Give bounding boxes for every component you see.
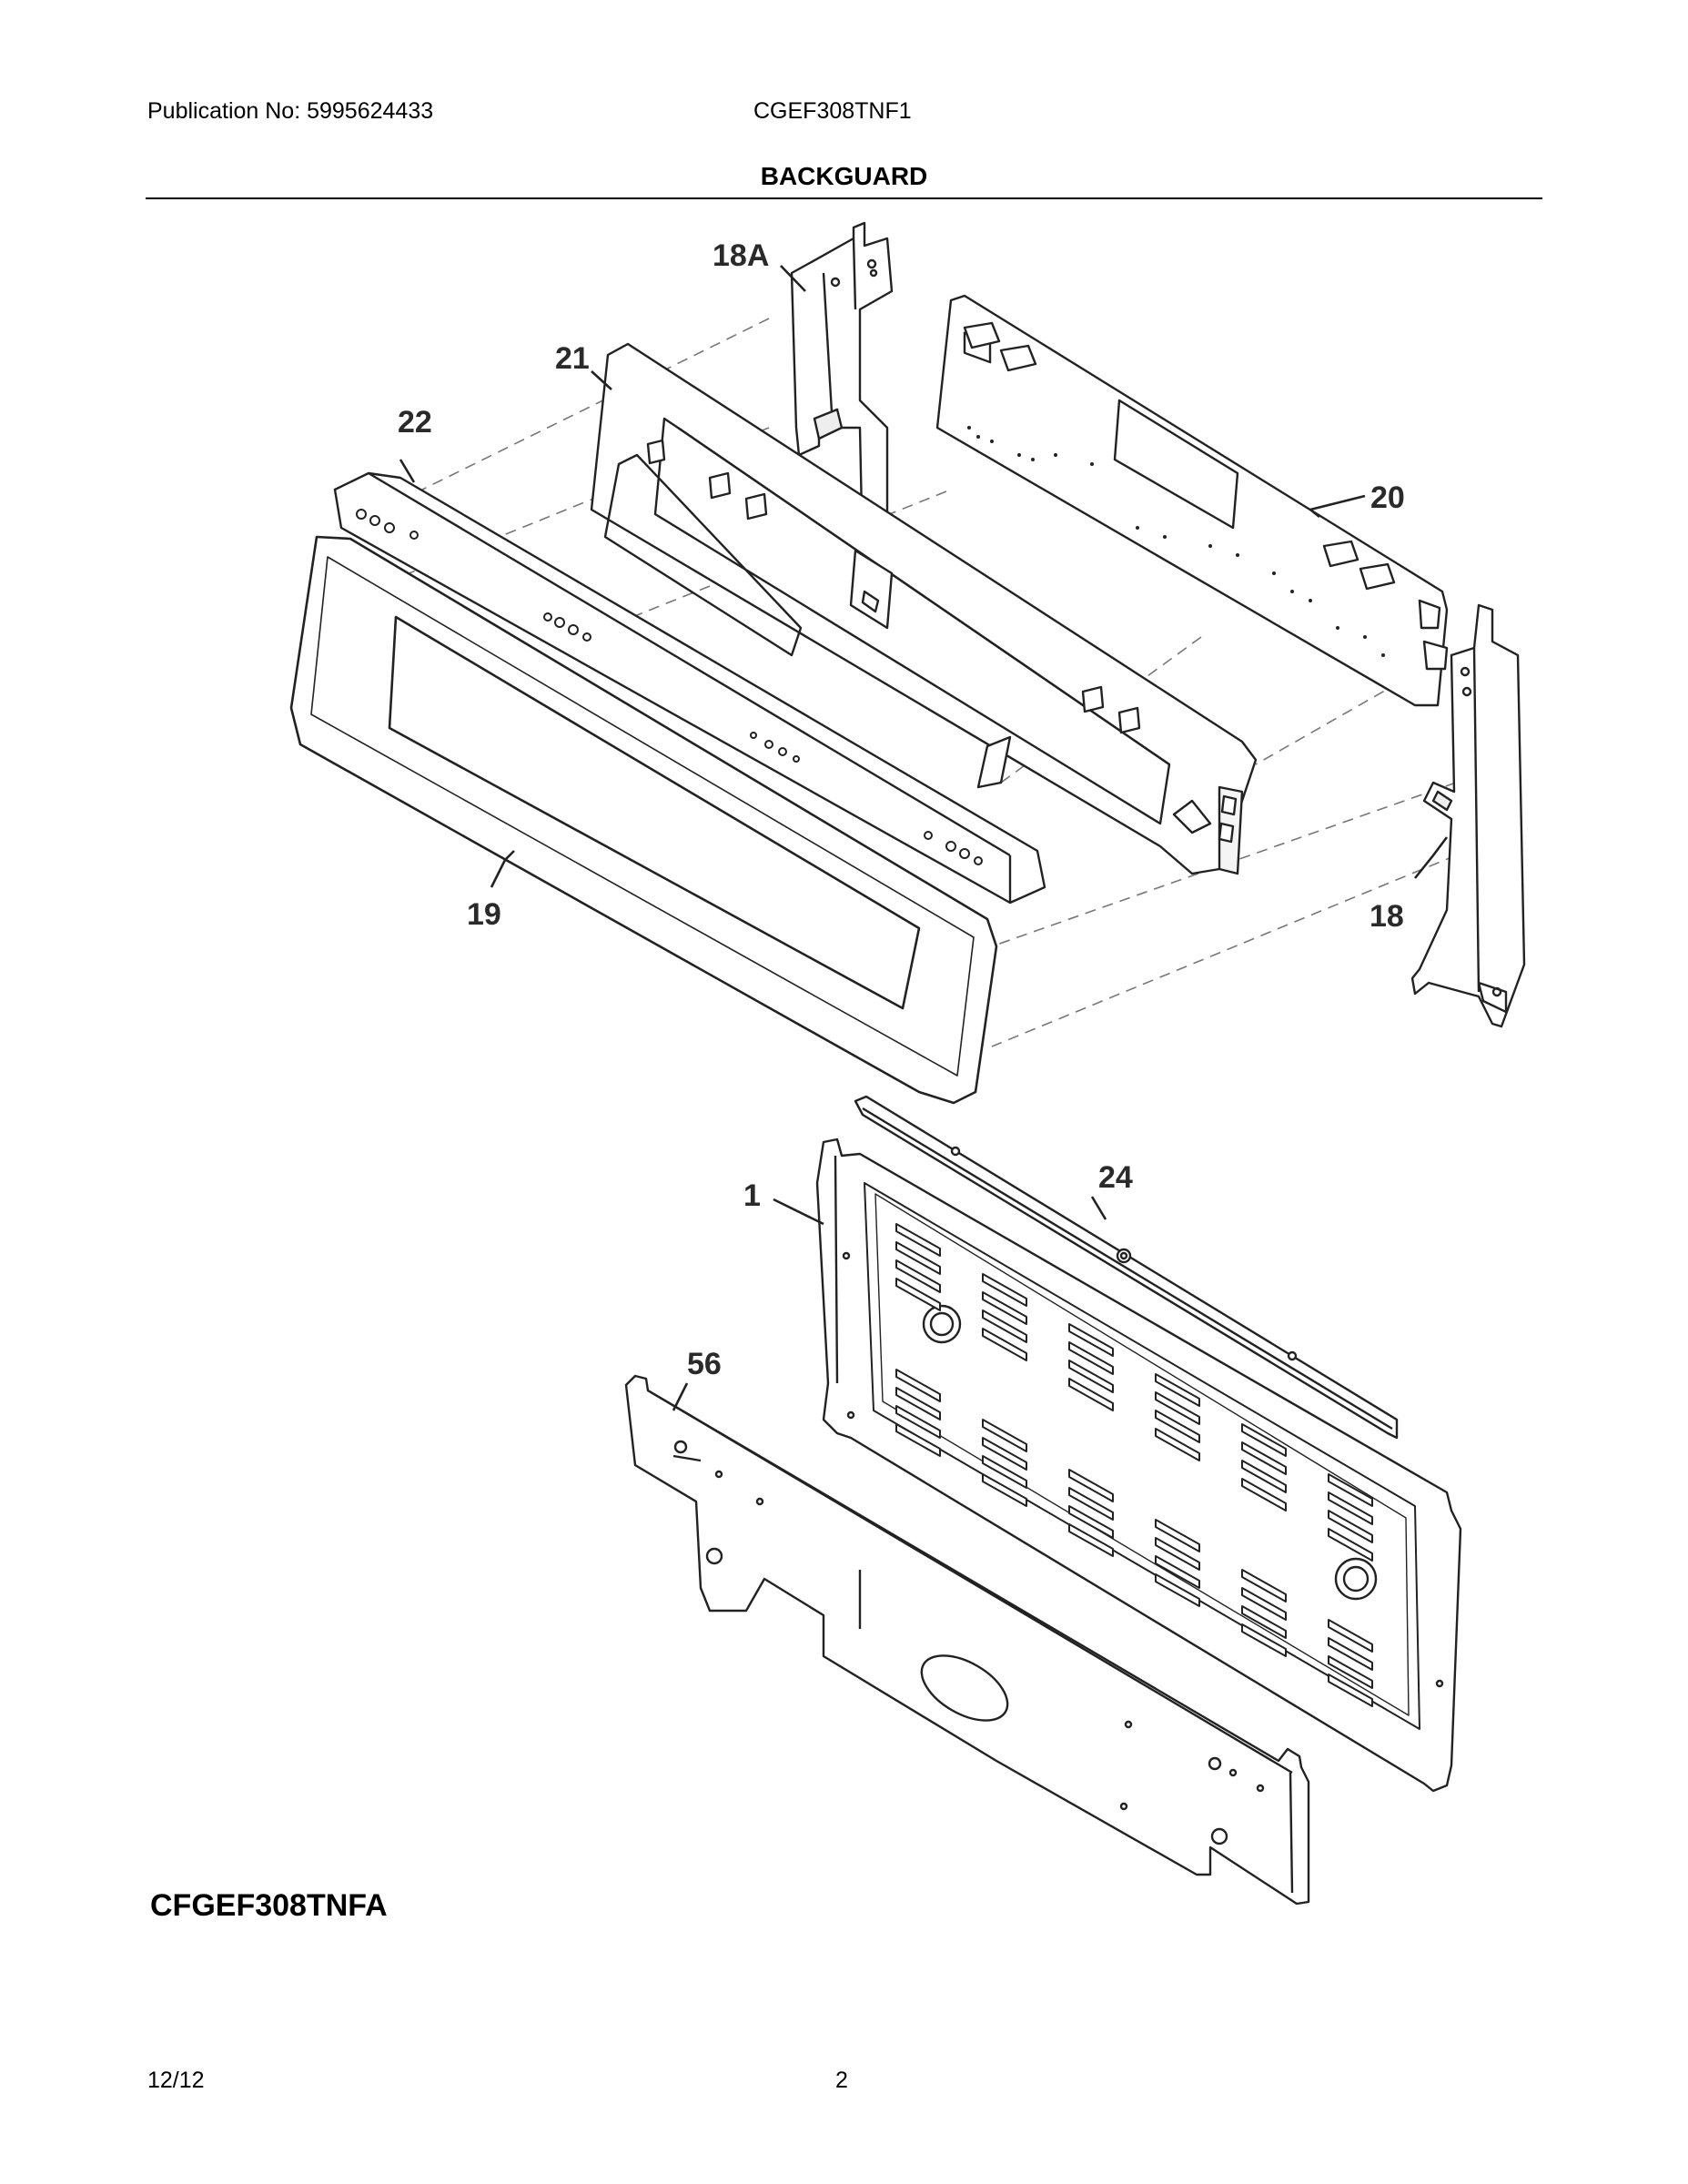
vent-slot xyxy=(1328,1655,1373,1689)
vent-slot xyxy=(895,1423,941,1457)
vent-slot xyxy=(1328,1473,1373,1507)
vent-slot xyxy=(1328,1528,1373,1562)
vent-slots xyxy=(895,1223,1373,1707)
vent-slot xyxy=(1241,1441,1287,1475)
vent-slot xyxy=(1241,1569,1287,1603)
vent-slot xyxy=(1241,1605,1287,1639)
publication-number: Publication No: 5995624433 xyxy=(147,98,434,124)
vent-slot xyxy=(1241,1587,1287,1621)
part-18-end-bracket xyxy=(1410,603,1526,1028)
vent-slot xyxy=(1241,1478,1287,1512)
vent-slot xyxy=(1068,1505,1114,1539)
vent-slot xyxy=(1068,1323,1114,1357)
callout-18: 18 xyxy=(1370,899,1404,934)
vent-slot xyxy=(982,1455,1027,1489)
title-divider xyxy=(146,197,1542,199)
vent-slot xyxy=(895,1259,941,1293)
leader-lines xyxy=(399,265,1449,1411)
vent-slot xyxy=(895,1405,941,1439)
vent-slot xyxy=(1068,1469,1114,1502)
vent-slot xyxy=(1155,1537,1200,1571)
vent-slot xyxy=(982,1309,1027,1343)
vent-slot xyxy=(1241,1460,1287,1493)
vent-slot xyxy=(982,1273,1027,1307)
vent-slot xyxy=(1155,1410,1200,1443)
vent-slot xyxy=(895,1278,941,1311)
vent-slot xyxy=(1068,1378,1114,1411)
callout-21: 21 xyxy=(555,341,590,376)
vent-slot xyxy=(1155,1373,1200,1407)
part-24-top-rail xyxy=(854,1095,1399,1440)
vent-slot xyxy=(1068,1487,1114,1521)
vent-slot xyxy=(1328,1491,1373,1525)
vent-slot xyxy=(1328,1673,1373,1707)
model-variant-label: CFGEF308TNFA xyxy=(150,1888,388,1923)
vent-slot xyxy=(982,1437,1027,1471)
vent-slot xyxy=(1155,1519,1200,1552)
part-1-vented-back-panel xyxy=(815,1138,1462,1793)
vent-slot xyxy=(1068,1341,1114,1375)
model-number: CGEF308TNF1 xyxy=(753,98,912,124)
vent-slot xyxy=(1068,1523,1114,1557)
vent-slot xyxy=(1155,1391,1200,1425)
vent-slot xyxy=(982,1328,1027,1361)
vent-slot xyxy=(1068,1360,1114,1393)
vent-slot xyxy=(895,1387,941,1421)
callout-18a: 18A xyxy=(713,238,769,273)
callout-labels: 18A 21 22 20 19 18 24 1 56 xyxy=(398,238,1405,1381)
part-19-panel-glass xyxy=(289,535,998,1105)
page-number: 2 xyxy=(835,2068,848,2093)
vent-slot xyxy=(1155,1573,1200,1607)
vent-slot xyxy=(1241,1423,1287,1457)
vent-slot xyxy=(1155,1428,1200,1461)
vent-slot xyxy=(895,1241,941,1275)
vent-slot xyxy=(982,1419,1027,1452)
vent-slot xyxy=(1328,1637,1373,1671)
callout-24: 24 xyxy=(1098,1160,1133,1195)
vent-slot xyxy=(982,1473,1027,1507)
callout-19: 19 xyxy=(467,897,501,932)
vent-slot xyxy=(1241,1623,1287,1657)
footer-date: 12/12 xyxy=(147,2068,205,2093)
section-title: BACKGUARD xyxy=(760,162,928,190)
part-22-trim-channel xyxy=(333,471,1046,905)
callout-20: 20 xyxy=(1370,480,1405,515)
part-20-control-board xyxy=(935,294,1449,707)
vent-slot xyxy=(982,1291,1027,1325)
callout-22: 22 xyxy=(398,405,432,440)
callout-1: 1 xyxy=(743,1178,761,1213)
vent-slot xyxy=(1155,1555,1200,1589)
part-21-panel-frame xyxy=(590,342,1258,875)
part-56-rear-cover xyxy=(624,1374,1310,1906)
vent-slot xyxy=(1328,1510,1373,1543)
callout-56: 56 xyxy=(687,1347,722,1381)
vent-slot xyxy=(895,1223,941,1257)
vent-slot xyxy=(895,1369,941,1402)
vent-slot xyxy=(1328,1619,1373,1653)
